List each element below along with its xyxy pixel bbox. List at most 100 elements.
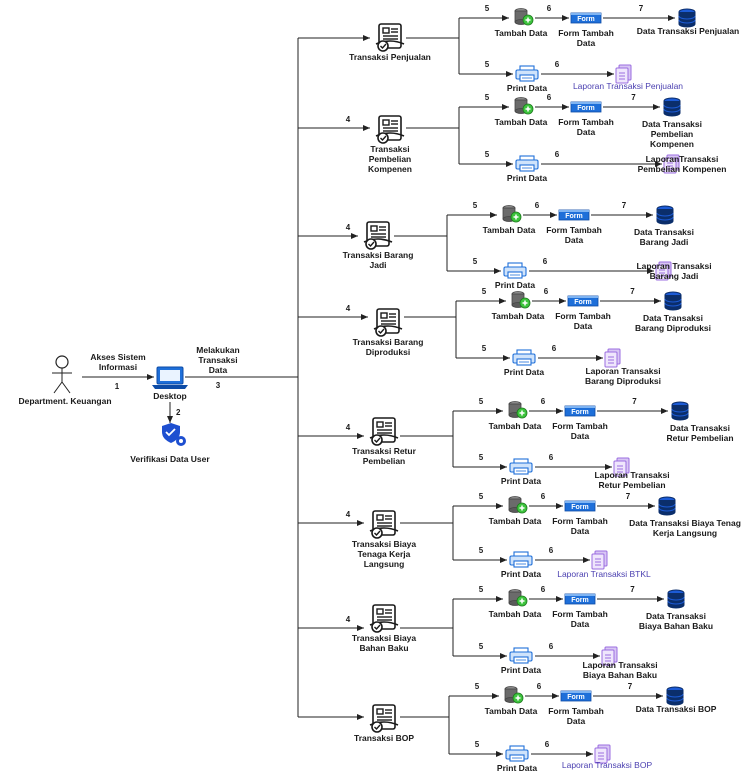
tx2-data-label-line3: Kompenen [650,139,694,149]
desktop-label: Desktop [153,391,187,401]
tx6-report-icon [591,550,608,570]
tx3-print-number-5: 5 [473,257,478,266]
tx1-transaction-label-line1: Transaksi Penjualan [349,52,431,62]
tx6-report-label-line1: Laporan Transaksi BTKL [557,569,651,579]
tx8-form-number-6: 6 [537,682,542,691]
tx1-tambah-number-5: 5 [485,4,490,13]
tx1-transaction-icon [375,23,405,52]
tx8-database-icon [666,686,684,706]
desktop-icon [152,366,188,389]
tx4-form-number-6: 6 [544,287,549,296]
tx2-tambah-data-icon [514,96,534,115]
tx7-tambah-data-icon [508,588,528,607]
tx8-tambah-data-icon [504,685,524,704]
tx7-data-label-line2: Biaya Bahan Baku [639,621,713,631]
tx2-data-label-line1: Data Transaksi [642,119,702,129]
tx6-tambah-data-icon [508,495,528,514]
step1-label-line1: Akses Sistem [90,352,146,362]
tx1-print-label: Print Data [507,83,547,93]
tx4-report-label-line2: Barang Diproduksi [585,376,661,386]
tx2-print-icon [515,155,539,172]
tx8-report-label-line1: Laporan Transaksi BOP [562,760,653,770]
tx3-tambah-data-icon [502,204,522,223]
tx4-report-number-6: 6 [552,344,557,353]
tx4-print-label: Print Data [504,367,544,377]
tx5-print-icon [509,458,533,475]
tx3-transaction-icon [363,221,393,250]
tx4-form-label-line2: Data [574,321,593,331]
tx7-form-icon [564,593,596,605]
tx1-print-icon [515,65,539,82]
tx7-db-number-7: 7 [630,585,635,594]
tx7-data-label-line1: Data Transaksi [646,611,706,621]
tx1-report-label-line1: Laporan Transaksi Penjualan [573,81,683,91]
tx6-transaction-label-line2: Tenaga Kerja [358,549,411,559]
tx1-print-number-5: 5 [485,60,490,69]
actor-icon [52,355,72,394]
tx5-form-icon [564,405,596,417]
tx4-form-label-line1: Form Tambah [555,311,611,321]
tx6-print-icon [509,551,533,568]
tx5-form-label-line2: Data [571,431,590,441]
tx5-tambah-label: Tambah Data [489,421,542,431]
tx4-data-label-line2: Barang Diproduksi [635,323,711,333]
tx3-print-label: Print Data [495,280,535,290]
tx3-report-label-line2: Barang Jadi [650,271,699,281]
step1-number: 1 [115,382,120,391]
tx6-print-label: Print Data [501,569,541,579]
tx5-tambah-data-icon [508,400,528,419]
tx7-transaction-icon [369,604,399,633]
tx5-transaction-label-line1: Transaksi Retur [352,446,416,456]
actor-label: Department. Keuangan [18,396,111,406]
tx1-db-number-7: 7 [639,4,644,13]
tx6-form-number-6: 6 [541,492,546,501]
step3-label-line2: Transaksi [198,355,237,365]
step3-label-line3: Data [209,365,228,375]
tx2-database-icon [663,97,681,117]
tx7-database-icon [667,589,685,609]
tx5-form-number-6: 6 [541,397,546,406]
step3-label-line1: Melakukan [196,345,239,355]
tx4-database-icon [664,291,682,311]
tx5-data-label-line1: Data Transaksi [670,423,730,433]
tx5-tambah-number-5: 5 [479,397,484,406]
tx4-form-icon [567,295,599,307]
tx2-print-number-5: 5 [485,150,490,159]
tx6-tambah-number-5: 5 [479,492,484,501]
tx6-transaction-icon [369,510,399,539]
tx8-print-label: Print Data [497,763,537,772]
tx4-number-4: 4 [346,304,351,313]
tx8-form-label-line1: Form Tambah [548,706,604,716]
tx2-transaction-icon [375,115,405,144]
tx3-form-label-line1: Form Tambah [546,225,602,235]
tx2-transaction-label-line1: Transaksi [370,144,409,154]
tx7-print-icon [509,647,533,664]
tx5-data-label-line2: Retur Pembelian [666,433,733,443]
tx4-tambah-number-5: 5 [482,287,487,296]
tx2-report-number-6: 6 [555,150,560,159]
tx2-print-label: Print Data [507,173,547,183]
tx2-report-label-line2: Pembelian Kompenen [638,164,727,174]
tx8-print-number-5: 5 [475,740,480,749]
tx7-number-4: 4 [346,615,351,624]
tx8-print-icon [505,745,529,762]
tx1-form-icon [570,12,602,24]
tx4-transaction-icon [373,308,403,337]
tx3-print-icon [503,262,527,279]
tx6-form-icon [564,500,596,512]
tx7-tambah-number-5: 5 [479,585,484,594]
tx6-form-label-line1: Form Tambah [552,516,608,526]
tx1-form-label-line2: Data [577,38,596,48]
tx3-db-number-7: 7 [622,201,627,210]
tx7-form-label-line2: Data [571,619,590,629]
step2-number: 2 [176,408,181,417]
tx3-report-number-6: 6 [543,257,548,266]
tx5-db-number-7: 7 [632,397,637,406]
tx4-report-icon [604,348,621,368]
verify-shield-icon [162,423,186,446]
tx1-report-number-6: 6 [555,60,560,69]
tx4-print-icon [512,349,536,366]
tx3-number-4: 4 [346,223,351,232]
tx5-number-4: 4 [346,423,351,432]
